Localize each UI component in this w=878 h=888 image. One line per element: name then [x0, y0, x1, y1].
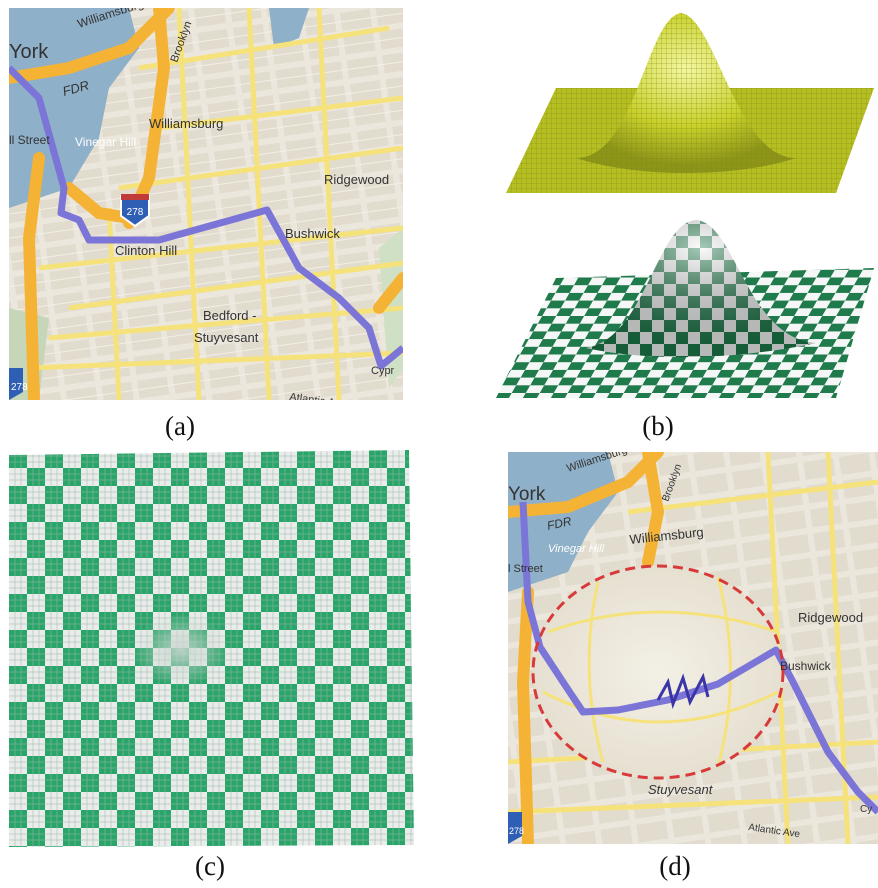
- i278b-label: 278: [11, 382, 28, 393]
- label-d-york: York: [508, 484, 546, 505]
- label-d-cypress: Cy: [860, 804, 872, 815]
- label-d-bushwick: Bushwick: [780, 659, 832, 673]
- label-d-i278: 278: [509, 826, 524, 836]
- label-wall-street: ll Street: [9, 133, 50, 147]
- i278-label: 278: [127, 207, 144, 218]
- interstate-shield-d: 278: [508, 812, 524, 844]
- route-line: [9, 65, 403, 370]
- surfaces-svg: [496, 13, 874, 398]
- label-atlantic: Atlantic Ave: [289, 391, 347, 400]
- surface-panel-b: [496, 8, 874, 400]
- checker-grid-svg: [9, 450, 414, 847]
- interstate-278-shield: 278: [120, 194, 150, 228]
- checkered-gaussian-surface: [496, 220, 874, 398]
- interstate-shield-b: 278: [9, 368, 28, 400]
- label-d-fdr: FDR: [546, 514, 573, 533]
- label-ridgewood: Ridgewood: [324, 172, 389, 187]
- label-bedford: Bedford -: [203, 308, 256, 323]
- route-line-d: [519, 501, 878, 815]
- label-d-stuyvesant: Stuyvesant: [648, 782, 714, 797]
- map-a-svg: 278 278 York FDR Williamsburg Bridge Bro…: [9, 8, 403, 400]
- caption-b: (b): [642, 411, 674, 441]
- label-bushwick: Bushwick: [285, 226, 340, 241]
- label-cypress: Cypr: [371, 365, 395, 377]
- label-d-ridgewood: Ridgewood: [798, 610, 863, 625]
- label-stuyvesant: Stuyvesant: [194, 330, 259, 345]
- map-panel-a: 278 278 York FDR Williamsburg Bridge Bro…: [9, 8, 403, 400]
- river-d: [508, 452, 618, 592]
- warped-streets: [542, 576, 779, 768]
- street-grid: [28, 8, 403, 400]
- distortion-center: [109, 590, 269, 710]
- dashed-ellipse: [531, 564, 785, 780]
- label-clinton-hill: Clinton Hill: [115, 243, 177, 258]
- map-d-svg: York FDR Williamsburg Bridge Brooklyn l …: [508, 452, 878, 844]
- highways-d: [508, 452, 665, 844]
- yellow-gaussian-surface: [506, 13, 874, 193]
- caption-c: (c): [195, 851, 225, 881]
- label-williamsburg: Williamsburg: [149, 116, 223, 131]
- route-distortion: [656, 672, 710, 710]
- caption-d: (d): [659, 851, 691, 881]
- grid-panel-c: [9, 450, 414, 847]
- caption-a: (a): [165, 411, 195, 441]
- creek: [269, 8, 309, 48]
- label-fdr: FDR: [61, 77, 91, 98]
- label-d-wall-street: l Street: [508, 563, 543, 575]
- label-vinegar-hill: Vinegar Hill: [75, 135, 136, 149]
- label-york: York: [9, 41, 49, 63]
- map-panel-d: York FDR Williamsburg Bridge Brooklyn l …: [508, 452, 878, 844]
- label-d-vinegar-hill: Vinegar Hill: [548, 543, 605, 555]
